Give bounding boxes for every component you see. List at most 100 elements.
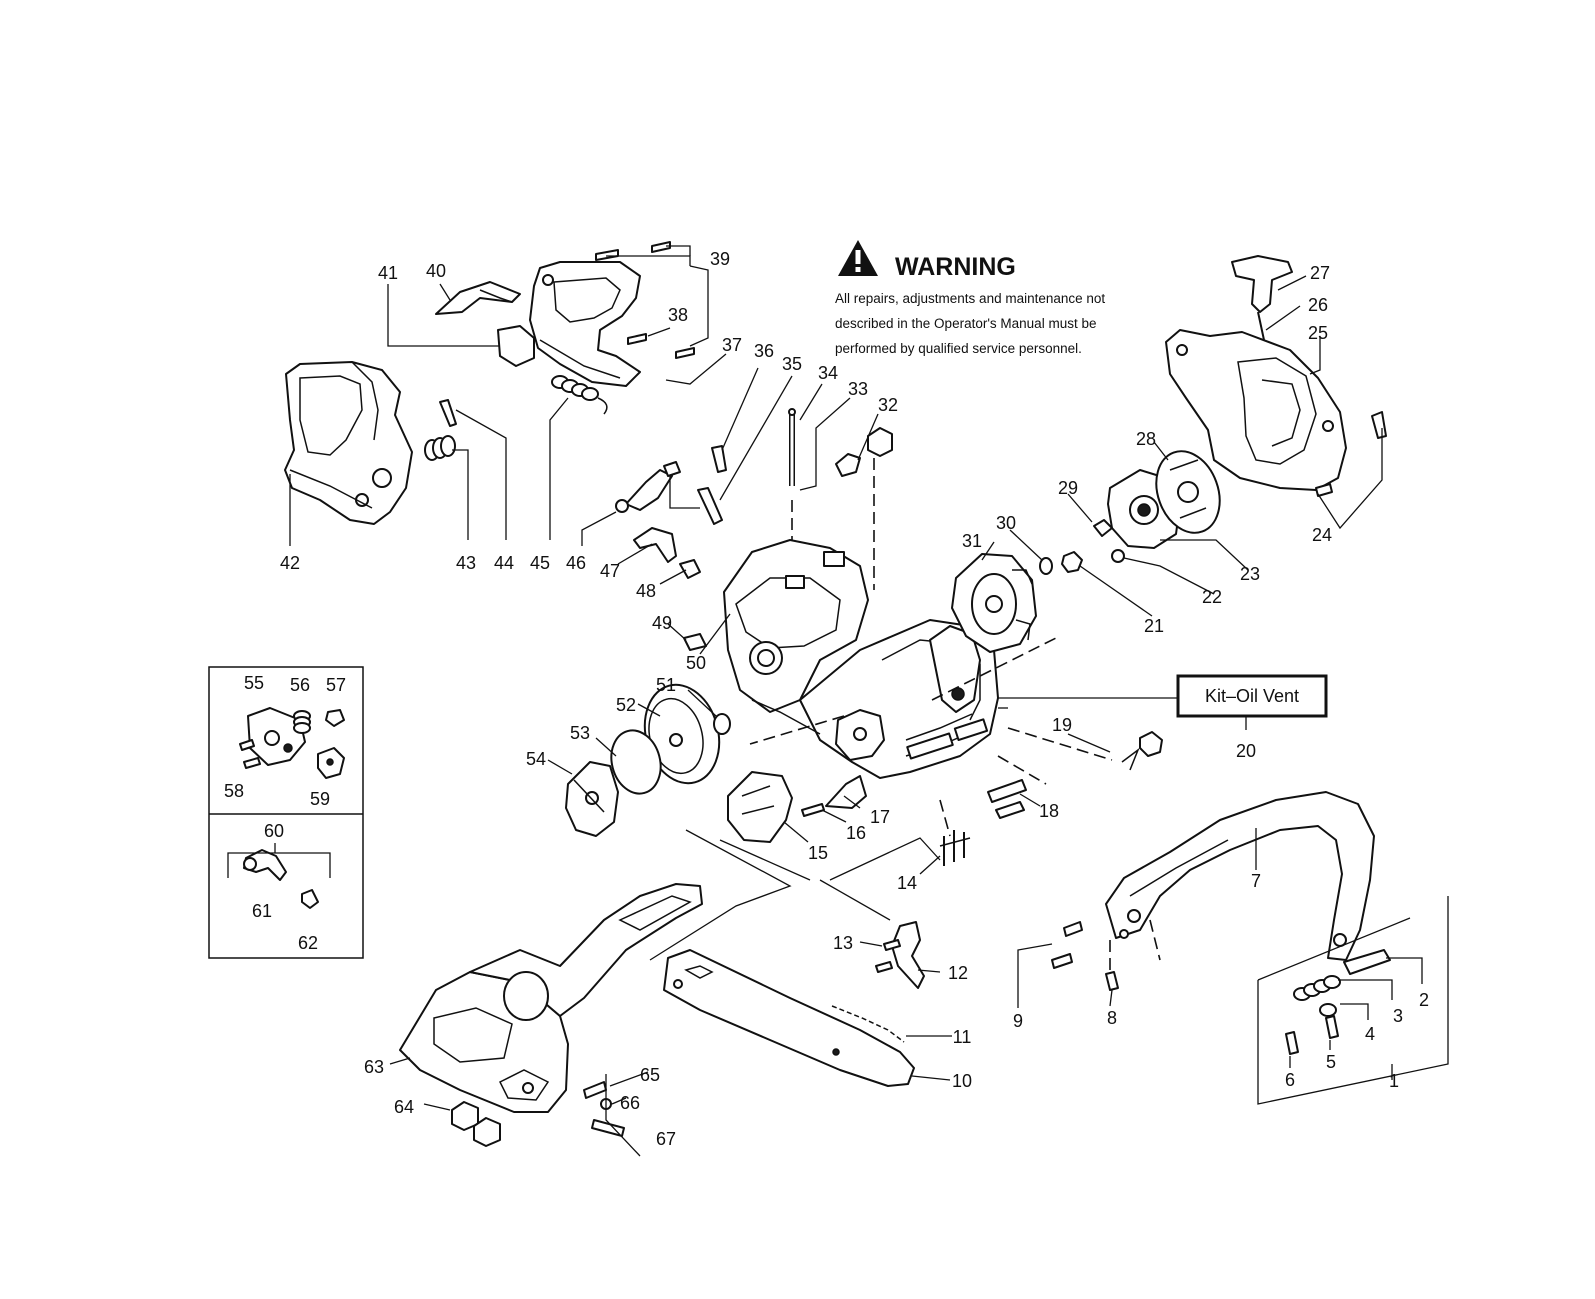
- part-65: [583, 1081, 607, 1099]
- callout-15: 15: [808, 843, 828, 863]
- callout-45: 45: [530, 553, 550, 573]
- callout-1: 1: [1389, 1071, 1399, 1091]
- choke-rod-46: [615, 461, 681, 513]
- part-47: [633, 527, 677, 563]
- cap-32: [867, 427, 893, 457]
- callout-14: 14: [897, 873, 917, 893]
- washer-30: [1039, 557, 1053, 575]
- plate-53: [610, 729, 662, 795]
- part-12: [891, 921, 925, 989]
- washer-51: [713, 713, 731, 735]
- front-handle-7: [1105, 791, 1375, 961]
- callout-57: 57: [326, 675, 346, 695]
- warning-block: WARNING All repairs, adjustments and mai…: [835, 240, 1105, 356]
- bracket-17: [825, 775, 867, 809]
- callout-11: 11: [953, 1027, 972, 1047]
- warning-title: WARNING: [895, 253, 1016, 281]
- callout-67: 67: [656, 1129, 676, 1149]
- callout-58: 58: [224, 781, 244, 801]
- callout-54: 54: [526, 749, 546, 769]
- callout-55: 55: [244, 673, 264, 693]
- callout-13: 13: [833, 933, 853, 953]
- screw-13: [883, 939, 901, 951]
- starter-housing-25: [1165, 329, 1347, 491]
- callout-63: 63: [364, 1057, 384, 1077]
- nuts-64: [451, 1101, 501, 1147]
- callout-4: 4: [1365, 1024, 1375, 1044]
- callout-22: 22: [1202, 587, 1222, 607]
- callout-2: 2: [1419, 990, 1429, 1010]
- callout-25: 25: [1308, 323, 1328, 343]
- callout-numbers: 1 2 3 4 5 6 7 8 9 10 11 12 13 14 15 16 1…: [224, 249, 1429, 1149]
- callout-51: 51: [656, 675, 676, 695]
- screw-9-a: [1063, 921, 1083, 937]
- spring-part: [293, 710, 311, 734]
- kit-oil-vent-box: Kit–Oil Vent: [1176, 674, 1328, 730]
- callout-16: 16: [846, 823, 866, 843]
- callout-38: 38: [668, 305, 688, 325]
- callout-34: 34: [818, 363, 838, 383]
- warning-icon: [838, 240, 878, 276]
- guide-bar-10: [663, 949, 915, 1087]
- callout-49: 49: [652, 613, 672, 633]
- vent-19: [1139, 731, 1163, 757]
- callout-19: 19: [1052, 715, 1072, 735]
- starter-pulley-28: [1155, 450, 1221, 534]
- callout-42: 42: [280, 553, 300, 573]
- callout-59: 59: [310, 789, 330, 809]
- spring-43: [424, 435, 456, 461]
- spring-3: [1293, 975, 1341, 1001]
- inset-oil-pump-box: [208, 666, 364, 959]
- screw-24-b: [1315, 483, 1333, 497]
- callout-27: 27: [1310, 263, 1330, 283]
- screw-39-a: [595, 249, 619, 261]
- callout-65: 65: [640, 1065, 660, 1085]
- callout-50: 50: [686, 653, 706, 673]
- screw-37: [675, 347, 695, 359]
- callout-29: 29: [1058, 478, 1078, 498]
- plate-15: [727, 771, 793, 843]
- callout-21: 21: [1144, 616, 1164, 636]
- screw-29: [1093, 519, 1113, 537]
- sprocket-cover-63: [399, 883, 703, 1113]
- callout-43: 43: [456, 553, 476, 573]
- assembly-lines: [649, 458, 1161, 972]
- callout-33: 33: [848, 379, 868, 399]
- callout-46: 46: [566, 553, 586, 573]
- callout-23: 23: [1240, 564, 1260, 584]
- rod-34: [788, 408, 796, 486]
- callout-62: 62: [298, 933, 318, 953]
- spring-45: [551, 375, 608, 415]
- part-49: [683, 633, 707, 651]
- part-18: [987, 779, 1027, 803]
- chain-11: [831, 1005, 905, 1043]
- callout-60: 60: [264, 821, 284, 841]
- kit-oil-vent-label: Kit–Oil Vent: [1205, 686, 1299, 706]
- callout-28: 28: [1136, 429, 1156, 449]
- clutch-drum-52: [643, 683, 721, 785]
- shutter-35: [697, 487, 723, 525]
- callout-8: 8: [1107, 1008, 1117, 1028]
- screw-16: [801, 803, 825, 817]
- callout-3: 3: [1393, 1006, 1403, 1026]
- callout-9: 9: [1013, 1011, 1023, 1031]
- screw-13-b: [875, 961, 893, 973]
- clutch-54: [565, 761, 619, 837]
- warning-line-3: performed by qualified service personnel…: [835, 341, 1082, 356]
- part-18-b: [995, 801, 1025, 819]
- callout-24: 24: [1312, 525, 1332, 545]
- screw-9-b: [1051, 953, 1073, 969]
- screw-8: [1105, 971, 1119, 991]
- callout-10: 10: [952, 1071, 972, 1091]
- screw-44: [439, 399, 457, 427]
- callout-35: 35: [782, 354, 802, 374]
- engine-housing: [723, 539, 999, 779]
- throttle-housing-37: [529, 261, 641, 387]
- screw-36: [711, 445, 727, 473]
- leader-lines: [289, 245, 1449, 1157]
- screw-38: [627, 333, 647, 345]
- callout-66: 66: [620, 1093, 640, 1113]
- callout-26: 26: [1308, 295, 1328, 315]
- warning-line-2: described in the Operator's Manual must …: [835, 316, 1096, 331]
- callout-17: 17: [870, 807, 890, 827]
